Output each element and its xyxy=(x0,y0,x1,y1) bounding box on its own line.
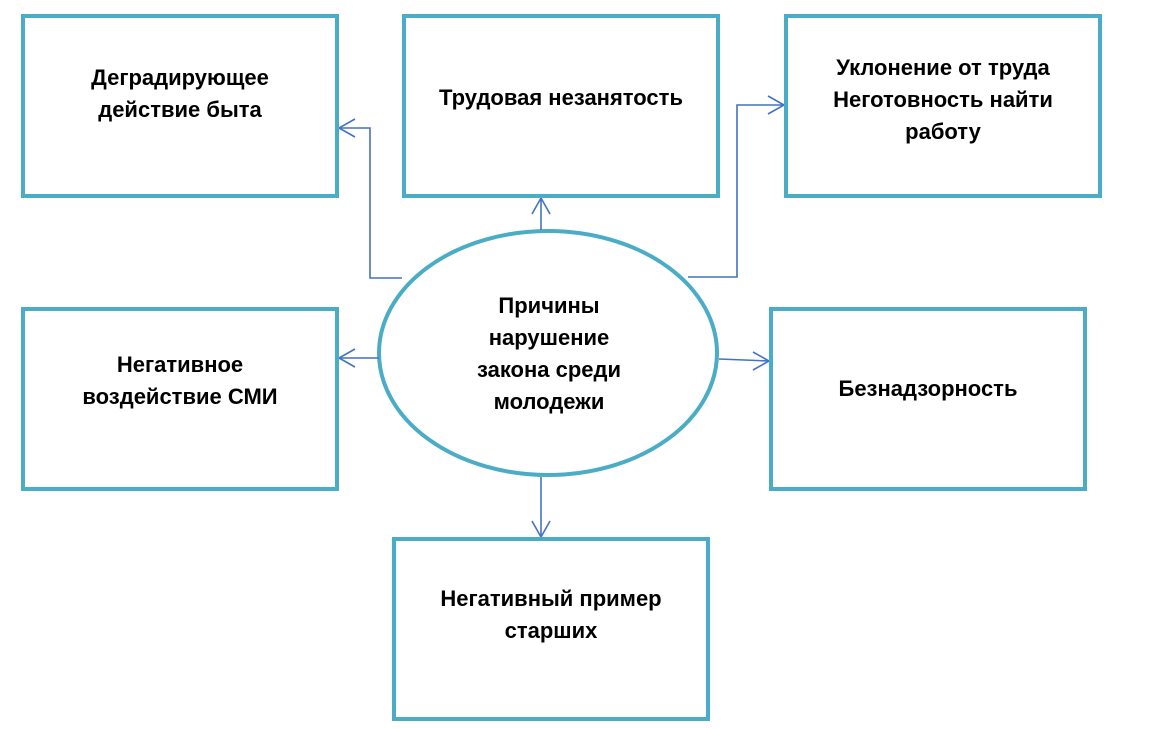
box-line: работу xyxy=(905,119,981,144)
arrow-to-neglect xyxy=(718,351,771,371)
center-line: молодежи xyxy=(493,389,605,414)
box-household: Деградирующее действие быта xyxy=(21,14,339,198)
center-line: закона среди xyxy=(476,357,622,382)
box-elders: Негативный пример старших xyxy=(392,537,710,721)
box-line: старших xyxy=(504,618,598,643)
box-line: Неготовность найти xyxy=(833,87,1053,112)
center-label: Причины нарушение закона среди молодежи xyxy=(378,230,720,478)
arrow-to-unemployment xyxy=(531,196,551,230)
arrow-to-elders xyxy=(531,477,551,539)
arrow-to-household xyxy=(337,118,402,279)
center-line: нарушение xyxy=(488,325,610,350)
box-media: Негативное воздействие СМИ xyxy=(21,307,339,491)
box-line: Деградирующее xyxy=(91,65,269,90)
box-line: действие быта xyxy=(98,97,262,122)
center-line: Причины xyxy=(498,293,600,318)
box-evasion: Уклонение от труда Неготовность найти ра… xyxy=(784,14,1102,198)
box-line: Уклонение от труда xyxy=(836,55,1050,80)
box-line: Негативный пример xyxy=(440,586,662,611)
box-line: воздействие СМИ xyxy=(82,384,278,409)
box-line: Безнадзорность xyxy=(838,376,1018,401)
box-neglect: Безнадзорность xyxy=(769,307,1087,491)
arrow-to-media xyxy=(337,348,379,368)
box-line: Негативное xyxy=(116,352,244,377)
box-unemployment: Трудовая незанятость xyxy=(402,14,720,198)
center-ellipse xyxy=(377,229,719,477)
box-line: Трудовая незанятость xyxy=(439,85,683,110)
